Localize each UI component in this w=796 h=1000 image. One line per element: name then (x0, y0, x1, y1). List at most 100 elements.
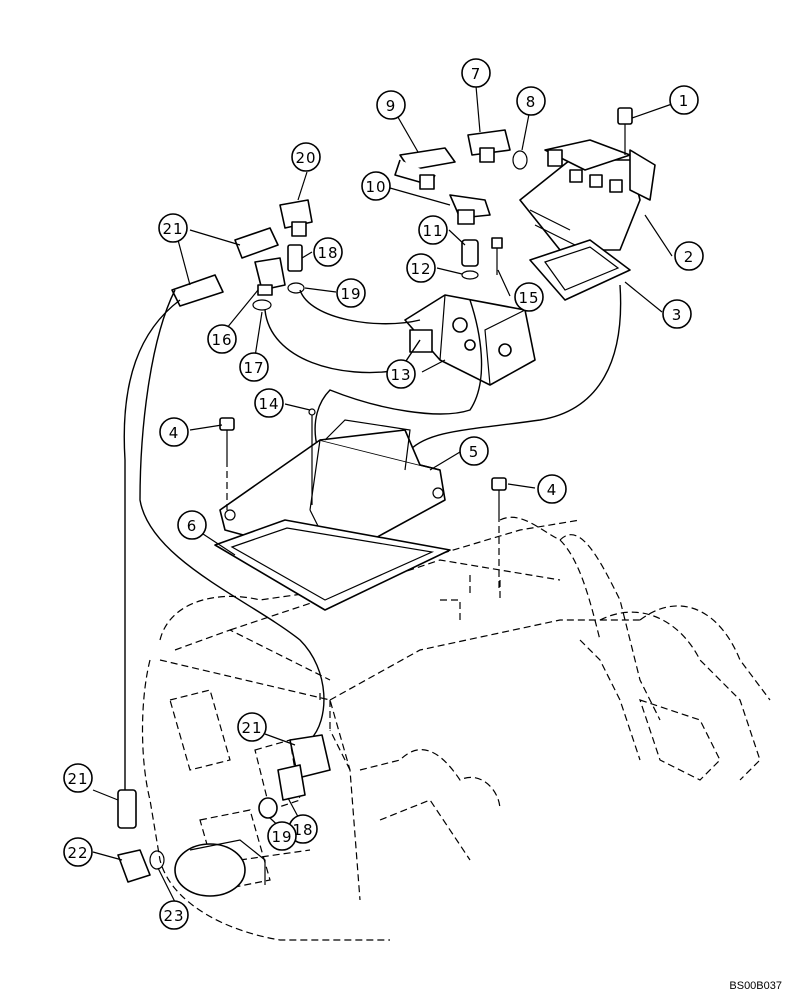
callout-16: 16 (207, 324, 237, 354)
callout-circle (239, 352, 269, 382)
callout-3: 3 (662, 299, 692, 329)
callout-19: 19 (267, 821, 297, 851)
callout-number: 6 (187, 517, 198, 535)
callout-11: 11 (418, 215, 448, 245)
callout-circle (461, 58, 491, 88)
callout-circle (177, 510, 207, 540)
callout-circle (63, 763, 93, 793)
callout-number: 4 (547, 481, 558, 499)
lower-elbow-fitting (117, 849, 151, 883)
callout-number: 9 (386, 97, 397, 115)
valve-bolt (617, 107, 633, 155)
callout-number: 17 (243, 359, 264, 377)
callout-5: 5 (459, 436, 489, 466)
elbow-fitting (449, 194, 491, 225)
callout-number: 3 (672, 306, 683, 324)
callout-number: 23 (163, 907, 184, 925)
straight-fitting (461, 239, 479, 267)
callout-15: 15 (514, 282, 544, 312)
callout-circle (336, 278, 366, 308)
control-valve (519, 139, 656, 251)
callout-number: 20 (295, 149, 316, 167)
callout-circle (386, 359, 416, 389)
callout-10: 10 (361, 171, 391, 201)
cover-bolt (491, 477, 507, 515)
callout-8: 8 (516, 86, 546, 116)
o-ring (461, 270, 479, 280)
callout-circle (159, 417, 189, 447)
callout-circle (406, 253, 436, 283)
cover-bolt (219, 417, 235, 460)
callout-1: 1 (669, 85, 699, 115)
manifold-block (404, 294, 536, 386)
document-code: BS00B037 (729, 980, 782, 992)
callout-circle (63, 837, 93, 867)
transmission-housing (141, 516, 771, 941)
elbow-fitting (279, 199, 313, 237)
hose-end (171, 227, 279, 307)
lower-hose-fitting (277, 734, 331, 801)
callout-circle (537, 474, 567, 504)
o-ring (149, 850, 165, 870)
callout-22: 22 (63, 837, 93, 867)
callout-number: 18 (292, 821, 313, 839)
callout-number: 7 (471, 65, 482, 83)
callout-circle (291, 142, 321, 172)
o-ring (252, 299, 272, 311)
callout-circle (159, 900, 189, 930)
lower-hose-end (117, 789, 137, 829)
callout-number: 19 (271, 828, 292, 846)
callout-number: 21 (67, 770, 88, 788)
valve-gasket (529, 239, 631, 301)
callout-circle (376, 90, 406, 120)
callout-4: 4 (159, 417, 189, 447)
callout-circle (514, 282, 544, 312)
callout-circle (516, 86, 546, 116)
callout-23: 23 (159, 900, 189, 930)
callout-21: 21 (237, 712, 267, 742)
callout-number: 1 (679, 92, 690, 110)
callout-number: 13 (390, 366, 411, 384)
callout-19: 19 (336, 278, 366, 308)
adapter-fitting (287, 244, 303, 272)
callout-4: 4 (537, 474, 567, 504)
elbow-fitting (254, 257, 286, 296)
filter-housing (174, 839, 266, 897)
callout-circle (674, 241, 704, 271)
callout-number: 15 (518, 289, 539, 307)
o-ring (287, 282, 305, 294)
callout-number: 14 (258, 395, 279, 413)
callout-21: 21 (63, 763, 93, 793)
o-ring (258, 797, 278, 819)
callout-number: 21 (162, 220, 183, 238)
callout-circle (267, 821, 297, 851)
callout-circle (237, 712, 267, 742)
callout-17: 17 (239, 352, 269, 382)
callout-circle (207, 324, 237, 354)
callout-circle (459, 436, 489, 466)
callout-number: 21 (241, 719, 262, 737)
callout-circle (361, 171, 391, 201)
callout-circle (254, 388, 284, 418)
callout-number: 10 (365, 178, 386, 196)
callout-number: 19 (340, 285, 361, 303)
callout-circle (418, 215, 448, 245)
callout-18: 18 (313, 237, 343, 267)
callout-21: 21 (158, 213, 188, 243)
o-ring (512, 150, 528, 170)
callout-circle (158, 213, 188, 243)
tee-fitting (467, 129, 511, 163)
callout-number: 4 (169, 424, 180, 442)
callout-number: 8 (526, 93, 537, 111)
callout-12: 12 (406, 253, 436, 283)
callout-number: 16 (211, 331, 232, 349)
bolt (491, 237, 503, 275)
callout-14: 14 (254, 388, 284, 418)
callout-circle (669, 85, 699, 115)
callout-number: 2 (684, 248, 695, 266)
callout-9: 9 (376, 90, 406, 120)
callout-number: 12 (410, 260, 431, 278)
elbow-hose (394, 147, 456, 190)
callout-13: 13 (386, 359, 416, 389)
